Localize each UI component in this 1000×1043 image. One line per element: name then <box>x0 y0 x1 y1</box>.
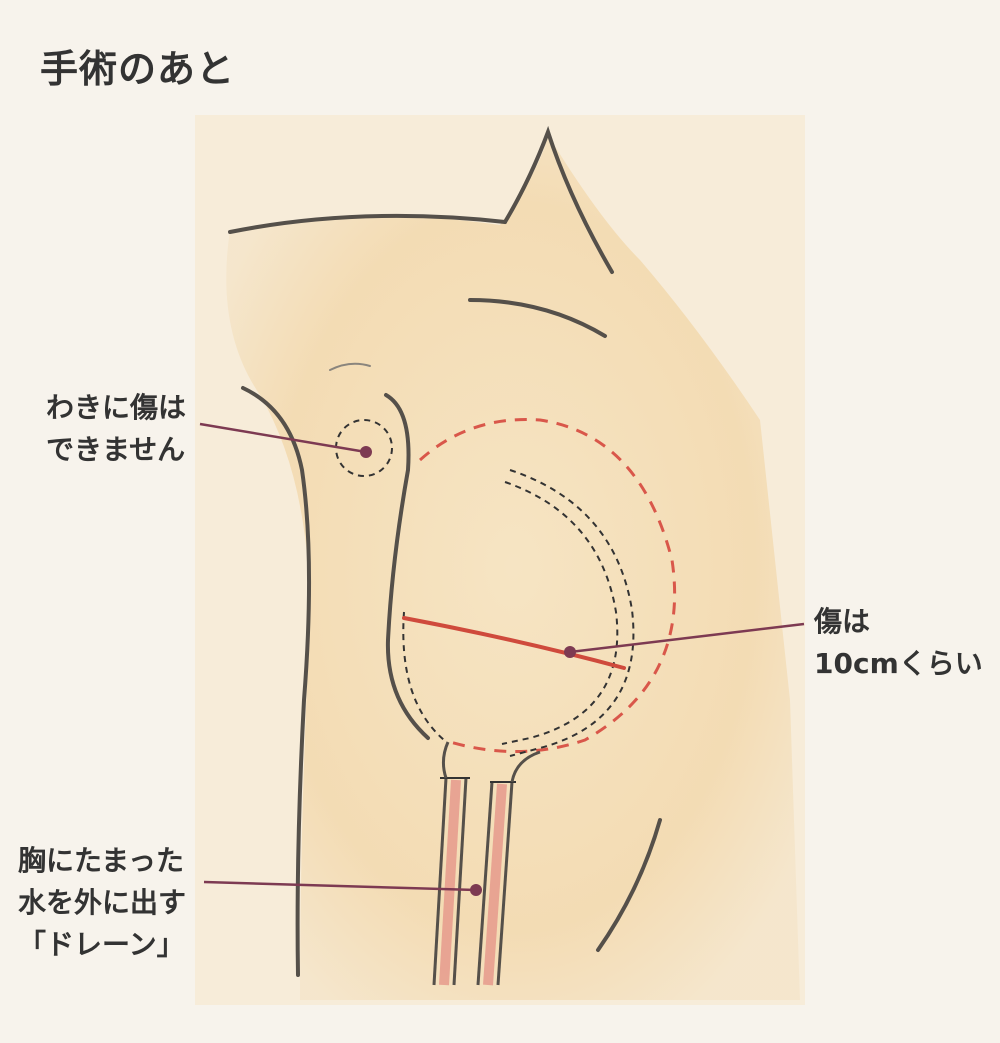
incision-label-line2: 10cmくらい <box>814 647 983 680</box>
drain-label: 胸にたまった 水を外に出す 「ドレーン」 <box>18 840 186 966</box>
collarbone-shade <box>329 362 371 371</box>
arm-outer-outline <box>241 386 312 977</box>
back-outline <box>596 818 662 952</box>
incision-label: 傷は 10cmくらい <box>814 601 983 685</box>
armpit-dashed-circle <box>335 419 393 477</box>
drain-dashed-outline-outer <box>509 469 635 757</box>
drain-label-line2: 水を外に出す <box>18 886 187 919</box>
leader-armpit <box>199 422 367 454</box>
leader-incision <box>569 622 805 654</box>
armpit-label-line1: わきに傷は <box>46 391 187 424</box>
collarbone-outline <box>468 298 607 338</box>
torso-skin <box>226 135 800 1000</box>
shoulder-outline <box>228 213 507 234</box>
incision-line <box>402 616 626 670</box>
drain-dashed-outline-inner <box>501 481 619 745</box>
leader-incision-dot <box>564 646 576 658</box>
leader-drain-dot <box>470 884 482 896</box>
drain-tube <box>432 741 541 986</box>
drain-dashed-outline-left <box>402 611 445 741</box>
incision-label-line1: 傷は <box>814 605 871 638</box>
armpit-label: わきに傷は できません <box>46 387 186 471</box>
leader-armpit-dot <box>360 446 372 458</box>
leader-drain <box>203 880 477 892</box>
breast-dashed-outline <box>418 418 677 753</box>
armpit-label-line2: できません <box>46 433 186 466</box>
arm-inner-outline <box>384 393 430 740</box>
drain-label-line3: 「ドレーン」 <box>18 928 185 961</box>
drain-label-line1: 胸にたまった <box>18 844 185 877</box>
neck-outline <box>503 125 614 274</box>
page-title: 手術のあと <box>40 47 236 91</box>
